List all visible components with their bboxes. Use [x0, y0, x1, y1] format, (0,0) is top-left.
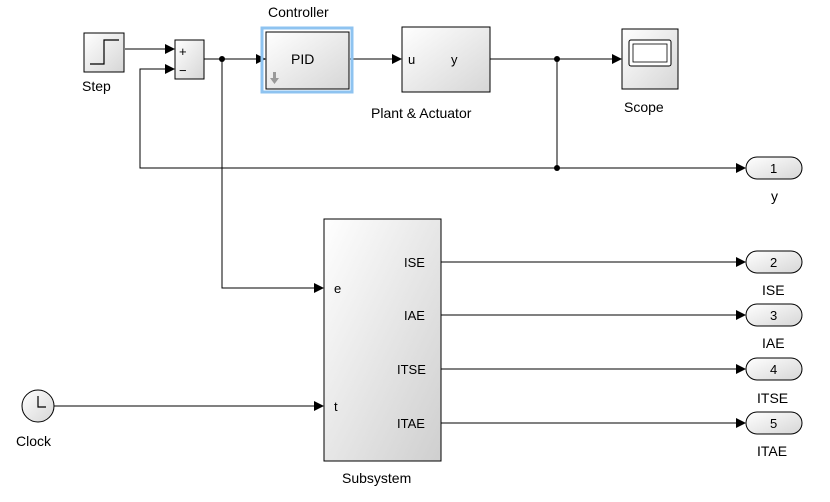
- plant-actuator-block[interactable]: u y: [401, 26, 491, 93]
- step-block[interactable]: [83, 32, 125, 73]
- outport-1[interactable]: 1: [745, 156, 803, 180]
- plant-input-port-u: u: [408, 52, 415, 67]
- outport-5-label: ITAE: [757, 443, 787, 459]
- sum-minus-sign: −: [179, 63, 187, 78]
- step-label: Step: [82, 78, 111, 94]
- svg-text:3: 3: [770, 308, 777, 323]
- outport-4[interactable]: 4: [745, 357, 803, 381]
- outport-3-label: IAE: [762, 335, 785, 351]
- scope-screen-icon: [628, 39, 672, 67]
- svg-text:5: 5: [770, 416, 777, 431]
- outport-1-label: y: [771, 188, 778, 204]
- subsystem-output-ise: ISE: [404, 255, 425, 270]
- svg-text:4: 4: [770, 362, 777, 377]
- subsystem-input-t: t: [334, 399, 338, 414]
- subsystem-output-itse: ITSE: [397, 362, 426, 377]
- outport-2-label: ISE: [762, 282, 785, 298]
- subsystem-label: Subsystem: [342, 470, 411, 486]
- svg-text:2: 2: [770, 255, 777, 270]
- pid-controller-block[interactable]: PID: [260, 26, 354, 94]
- outport-4-label: ITSE: [757, 390, 788, 406]
- subsystem-block[interactable]: e t ISE IAE ITSE ITAE: [323, 218, 442, 462]
- plant-output-port-y: y: [451, 52, 458, 67]
- down-arrow-icon: [270, 72, 279, 84]
- scope-label: Scope: [624, 99, 664, 115]
- outport-3[interactable]: 3: [745, 303, 803, 327]
- outport-5[interactable]: 5: [745, 411, 803, 435]
- scope-block[interactable]: [621, 28, 679, 90]
- subsystem-input-e: e: [334, 281, 341, 296]
- sum-plus-sign: +: [179, 44, 187, 59]
- controller-title: Controller: [268, 4, 329, 20]
- sum-block[interactable]: + −: [174, 39, 205, 80]
- subsystem-output-itae: ITAE: [397, 416, 425, 431]
- step-icon: [90, 39, 119, 65]
- signal-lines: [54, 44, 746, 428]
- plant-label: Plant & Actuator: [371, 105, 472, 121]
- clock-label: Clock: [16, 433, 52, 449]
- outport-2[interactable]: 2: [745, 250, 803, 274]
- svg-text:1: 1: [770, 161, 777, 176]
- subsystem-output-iae: IAE: [404, 308, 425, 323]
- clock-block[interactable]: [21, 389, 55, 423]
- pid-text: PID: [291, 51, 314, 67]
